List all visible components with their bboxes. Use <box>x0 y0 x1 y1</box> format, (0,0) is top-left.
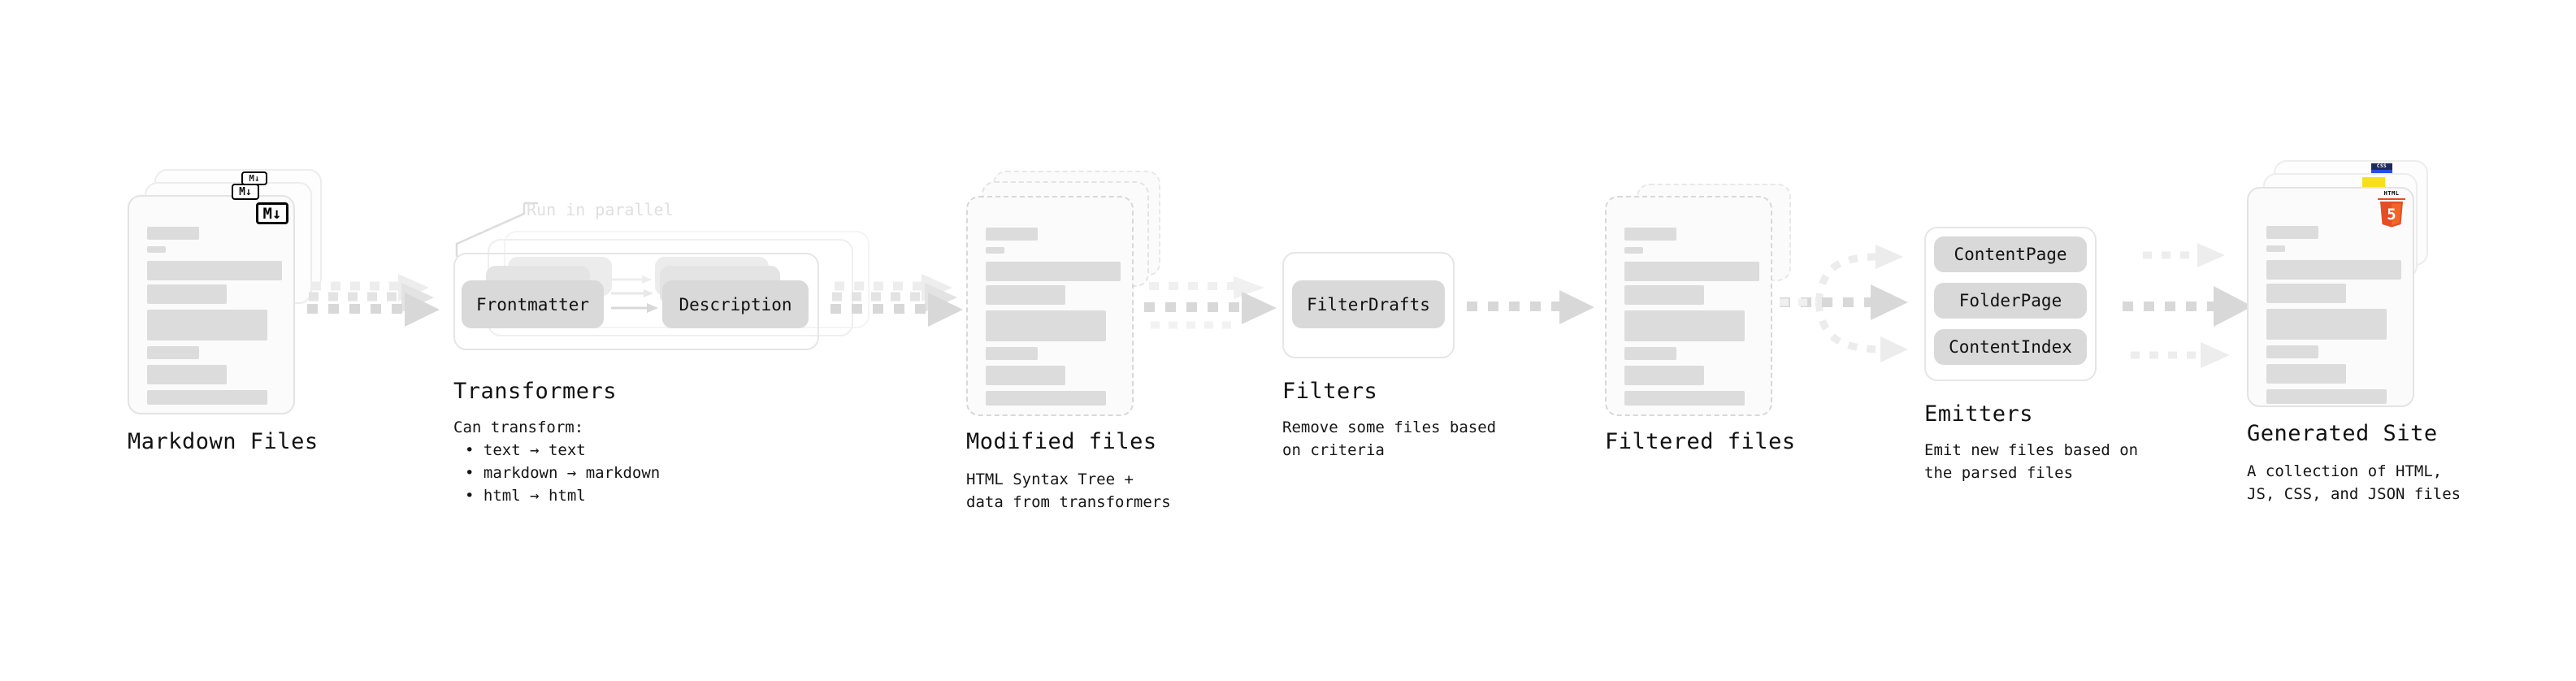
filtered-files-title: Filtered files <box>1605 429 1796 454</box>
skeleton-bar <box>2266 245 2285 252</box>
filters-box <box>1282 252 1455 358</box>
arrow-filtered-to-emitters <box>1780 221 1938 384</box>
skeleton-bar <box>2266 345 2318 358</box>
filters-title: Filters <box>1282 379 1378 404</box>
emitters-pill-folderpage[interactable]: FolderPage <box>1934 283 2087 319</box>
arrow-filters-to-filtered <box>1467 288 1597 329</box>
skeleton-bar <box>1624 310 1745 341</box>
generated-site-subtitle: A collection of HTML, JS, CSS, and JSON … <box>2247 462 2461 503</box>
transformers-internal-arrows <box>611 275 658 313</box>
transformers-pill-frontmatter[interactable]: Frontmatter <box>462 280 604 328</box>
modified-files-subtitle: HTML Syntax Tree + data from transformer… <box>966 471 1171 511</box>
html5-badge-label: HTML <box>2383 190 2400 197</box>
skeleton-bar <box>2266 284 2346 303</box>
skeleton-bar <box>147 246 166 253</box>
emitters-subtitle: Emit new files based on the parsed files <box>1924 441 2139 482</box>
skeleton-bar <box>147 227 199 240</box>
skeleton-bar <box>147 284 227 304</box>
markdown-badge-label: M↓ <box>262 204 282 223</box>
skeleton-bar <box>147 261 282 280</box>
skeleton-bar <box>986 285 1065 305</box>
css3-badge: CSS <box>2371 163 2392 174</box>
emitters-title: Emitters <box>1924 401 2034 427</box>
arrow-modified-to-filters <box>1144 276 1278 335</box>
markdown-card-front <box>128 195 295 414</box>
transformers-subtitle: Can transform: <box>453 419 584 436</box>
transformers-box-front <box>453 253 819 350</box>
skeleton-bar <box>986 310 1106 341</box>
transformers-bullet-1: • markdown → markdown <box>465 464 661 482</box>
filters-pill-filterdrafts[interactable]: FilterDrafts <box>1292 280 1445 328</box>
html5-badge: HTML 5 <box>2378 190 2405 228</box>
skeleton-bar <box>2266 309 2387 340</box>
pill-label: ContentIndex <box>1949 337 2072 357</box>
markdown-badge: M↓ <box>256 202 288 224</box>
skeleton-bar <box>147 310 267 340</box>
pill-label: ContentPage <box>1954 245 2067 264</box>
run-in-parallel-label: Run in parallel <box>527 200 674 219</box>
generated-site-title: Generated Site <box>2247 421 2438 446</box>
arrow-transformers-to-modified <box>830 272 965 337</box>
transformers-pill-description[interactable]: Description <box>662 280 809 328</box>
pill-label: Frontmatter <box>475 294 590 314</box>
skeleton-bar <box>1624 228 1676 241</box>
modified-files-title: Modified files <box>966 429 1157 454</box>
html5-badge-digit: 5 <box>2387 206 2396 223</box>
skeleton-bar <box>147 365 227 384</box>
pill-label: FolderPage <box>1958 291 2062 310</box>
skeleton-bar <box>1624 347 1676 360</box>
transformers-title: Transformers <box>453 379 618 404</box>
skeleton-bar <box>986 347 1038 360</box>
transformers-bullet-2: • html → html <box>465 487 586 505</box>
skeleton-bar <box>2266 260 2401 280</box>
markdown-badge-mid: M↓ <box>232 184 259 200</box>
skeleton-bar <box>1624 247 1643 254</box>
css-badge-label: CSS <box>2376 163 2387 169</box>
modified-card-front <box>966 196 1134 416</box>
emitters-box <box>1924 227 2097 381</box>
run-in-parallel-bracket <box>455 202 538 257</box>
pill-label: Description <box>679 294 792 314</box>
transformers-bullet-0: • text → text <box>465 441 586 459</box>
arrow-emitters-to-site <box>2106 221 2269 384</box>
filtered-card-front <box>1605 196 1772 416</box>
emitters-pill-contentindex[interactable]: ContentIndex <box>1934 329 2087 365</box>
markdown-files-title: Markdown Files <box>128 429 319 454</box>
skeleton-bar <box>147 346 199 359</box>
filters-subtitle: Remove some files based on criteria <box>1282 419 1497 459</box>
skeleton-bar <box>1624 262 1759 281</box>
pill-label: FilterDrafts <box>1307 294 1430 314</box>
skeleton-bar <box>1624 391 1745 406</box>
skeleton-bar <box>2266 226 2318 239</box>
skeleton-bar <box>986 391 1106 406</box>
skeleton-bar <box>986 228 1038 241</box>
skeleton-bar <box>986 366 1065 385</box>
skeleton-bar <box>1624 285 1704 305</box>
arrow-markdown-to-transformers <box>307 272 441 337</box>
skeleton-bar <box>986 262 1121 281</box>
skeleton-bar <box>2266 364 2346 384</box>
skeleton-bar <box>2266 389 2387 404</box>
emitters-pill-contentpage[interactable]: ContentPage <box>1934 236 2087 272</box>
skeleton-bar <box>147 390 267 405</box>
skeleton-bar <box>986 247 1004 254</box>
skeleton-bar <box>1624 366 1704 385</box>
